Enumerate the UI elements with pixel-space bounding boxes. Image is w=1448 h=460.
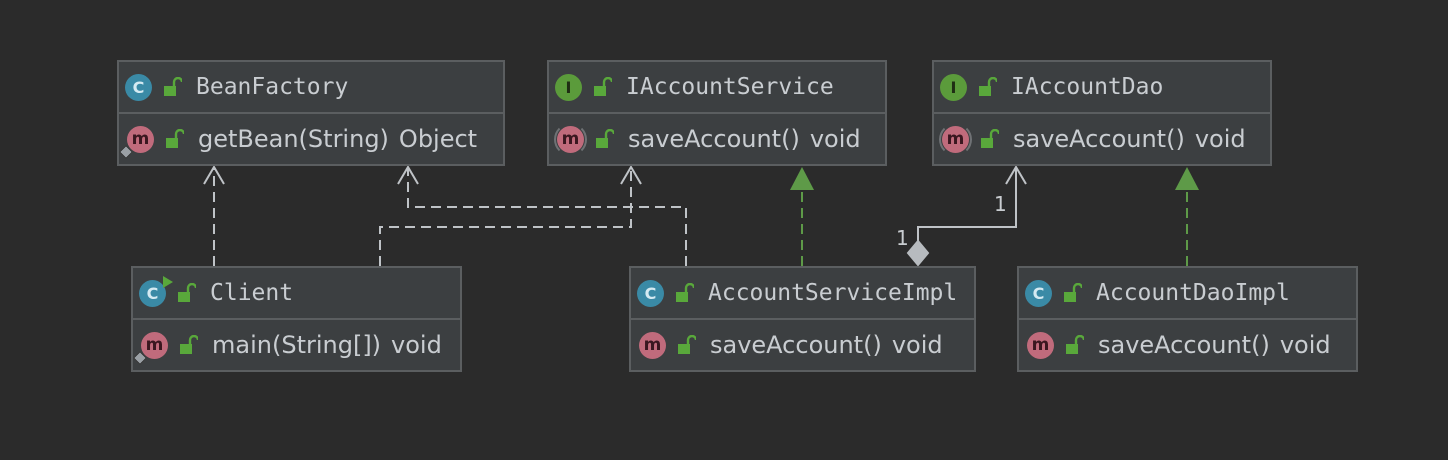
unlocked-public-icon [166, 129, 184, 148]
unlocked-public-icon [1064, 283, 1082, 302]
unlocked-public-icon [594, 77, 612, 96]
class-client[interactable]: C Client m main(String[]) void [131, 266, 462, 372]
abstract-method-icon: m [554, 122, 587, 156]
method-icon: m [118, 125, 154, 159]
unlocked-public-icon [178, 283, 196, 302]
edge-accountserviceimpl-beanfactory [397, 165, 687, 266]
edge-client-beanfactory [203, 165, 225, 266]
class-icon: C [637, 279, 664, 307]
class-name: AccountServiceImpl [708, 280, 958, 306]
class-icon: C [125, 73, 152, 101]
method-signature: getBean(String) [198, 125, 389, 153]
return-type: void [391, 331, 442, 359]
unlocked-public-icon [676, 283, 694, 302]
class-icon: C [1025, 279, 1052, 307]
method-row[interactable]: m getBean(String) Object [118, 114, 503, 164]
method-row[interactable]: m saveAccount() void [934, 114, 1270, 164]
class-accountserviceimpl[interactable]: C AccountServiceImpl m saveAccount() voi… [629, 266, 976, 372]
method-signature: saveAccount() [1013, 125, 1185, 153]
run-icon [163, 275, 173, 288]
class-name: IAccountService [626, 74, 834, 100]
class-header: C AccountServiceImpl [631, 268, 974, 320]
class-accountdaoimpl[interactable]: C AccountDaoImpl m saveAccount() void [1017, 266, 1358, 372]
class-beanfactory[interactable]: C BeanFactory m getBean(String) Object [117, 60, 505, 166]
method-row[interactable]: m saveAccount() void [549, 114, 885, 164]
method-icon: m [639, 331, 666, 359]
method-icon: m [132, 331, 168, 365]
runnable-class-icon: C [139, 275, 173, 307]
class-header: I IAccountService [549, 62, 885, 114]
interface-iaccountdao[interactable]: I IAccountDao m saveAccount() void [932, 60, 1272, 166]
abstract-method-icon: m [939, 122, 972, 156]
method-row[interactable]: m main(String[]) void [132, 320, 460, 370]
class-header: C AccountDaoImpl [1019, 268, 1356, 320]
return-type: Object [398, 125, 478, 153]
interface-iaccountservice[interactable]: I IAccountService m saveAccount() void [547, 60, 887, 166]
return-type: void [891, 331, 943, 359]
method-row[interactable]: m saveAccount() void [631, 320, 974, 370]
edge-accountserviceimpl-iaccountdao [906, 165, 1027, 267]
edge-accountdaoimpl-iaccountdao [1175, 167, 1199, 266]
multiplicity-source: 1 [896, 226, 909, 250]
unlocked-public-icon [981, 129, 999, 148]
unlocked-public-icon [164, 77, 182, 96]
class-header: I IAccountDao [934, 62, 1270, 114]
class-name: BeanFactory [196, 74, 349, 100]
unlocked-public-icon [979, 77, 997, 96]
interface-icon: I [940, 73, 967, 101]
class-name: AccountDaoImpl [1096, 280, 1290, 306]
return-type: void [809, 125, 861, 153]
method-icon: m [1027, 331, 1054, 359]
multiplicity-target: 1 [994, 192, 1007, 216]
edge-accountserviceimpl-iaccountservice [790, 167, 814, 266]
method-signature: saveAccount() [628, 125, 800, 153]
class-name: IAccountDao [1011, 74, 1164, 100]
edge-client-iaccountservice [379, 165, 642, 266]
return-type: void [1194, 125, 1246, 153]
method-signature: saveAccount() [1098, 331, 1270, 359]
unlocked-public-icon [678, 335, 696, 354]
method-signature: main(String[]) [212, 331, 382, 359]
class-header: C BeanFactory [119, 62, 503, 114]
interface-icon: I [555, 73, 582, 101]
unlocked-public-icon [1066, 335, 1084, 354]
class-header: C Client [133, 268, 460, 320]
unlocked-public-icon [180, 335, 198, 354]
method-signature: saveAccount() [710, 331, 882, 359]
unlocked-public-icon [596, 129, 614, 148]
return-type: void [1279, 331, 1331, 359]
class-name: Client [210, 280, 294, 306]
method-row[interactable]: m saveAccount() void [1019, 320, 1356, 370]
